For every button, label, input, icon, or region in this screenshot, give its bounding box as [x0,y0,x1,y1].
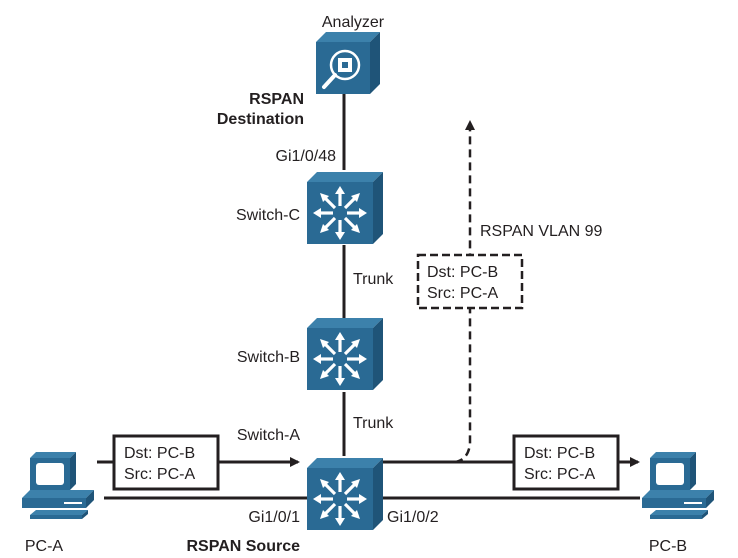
pc-b-workstation-icon[interactable] [642,452,714,519]
mirrored-frame-src: Src: PC-A [427,285,498,302]
switch-a-icon[interactable] [305,456,385,532]
switch-c-label: Switch-C [236,207,300,224]
trunk-b-a-label: Trunk [353,415,394,432]
pc-a-label: PC-A [25,538,64,555]
switch-a-label: Switch-A [237,427,300,444]
port-gi1-0-1-label: Gi1/0/1 [248,509,300,526]
analyzer-magnifier-icon[interactable] [314,30,382,96]
mirrored-frame-box [416,253,524,310]
ingress-frame-box [112,434,220,491]
pc-b-label: PC-B [649,538,687,555]
switch-b-label: Switch-B [237,349,300,366]
port-gi1-0-2-label: Gi1/0/2 [387,509,439,526]
port-gi1-0-48-label: Gi1/0/48 [276,148,337,165]
mirrored-flow-dashed-arrow [454,120,475,464]
switch-c-icon[interactable] [305,170,385,246]
switch-b-icon[interactable] [305,316,385,392]
rspan-destination-label-line1: RSPAN [249,91,304,108]
ingress-frame-dst: Dst: PC-B [124,445,195,462]
mirrored-frame-dst: Dst: PC-B [427,264,498,281]
egress-frame-src: Src: PC-A [524,466,595,483]
egress-frame-dst: Dst: PC-B [524,445,595,462]
ingress-frame-src: Src: PC-A [124,466,195,483]
analyzer-label: Analyzer [322,14,385,31]
trunk-c-b-label: Trunk [353,271,394,288]
egress-frame-box [512,434,620,491]
rspan-source-label: RSPAN Source [186,538,300,555]
rspan-destination-label-line2: Destination [217,111,304,128]
pc-a-workstation-icon[interactable] [22,452,94,519]
rspan-vlan-label: RSPAN VLAN 99 [480,223,603,240]
